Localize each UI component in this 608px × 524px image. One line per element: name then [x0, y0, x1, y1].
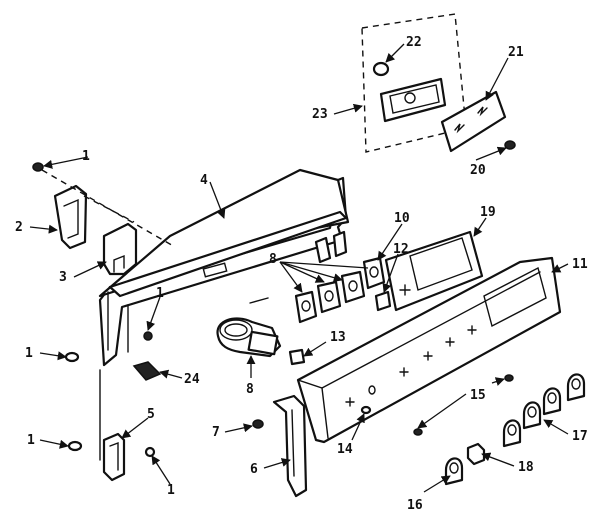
part-6-bracket [272, 394, 308, 498]
callout-8-switches: 8 [269, 252, 277, 267]
part-21-lens [440, 90, 507, 153]
callout-13: 13 [330, 330, 346, 345]
callout-1-bottom: 1 [167, 483, 175, 498]
part-11-control-panel [296, 256, 562, 444]
callout-18: 18 [518, 460, 534, 475]
callout-20: 20 [470, 163, 486, 178]
callout-6: 6 [250, 462, 258, 477]
part-16-knob [444, 457, 464, 486]
part-23-plate [379, 77, 447, 123]
callout-10: 10 [394, 211, 410, 226]
callout-2: 2 [15, 220, 23, 235]
part-24-clip [132, 361, 162, 381]
part-14-clip [360, 405, 372, 415]
part-2-bracket [53, 184, 88, 250]
callout-12: 12 [393, 242, 409, 257]
callout-1-mid: 1 [156, 286, 164, 301]
part-1-screw-b [143, 331, 153, 341]
callout-15: 15 [470, 388, 486, 403]
part-12-switch [374, 290, 392, 312]
part-5-bracket [102, 432, 126, 482]
callout-1-lower: 1 [27, 433, 35, 448]
group-box-23 [361, 13, 467, 153]
part-7-screw [252, 419, 264, 429]
callout-1-left: 1 [25, 346, 33, 361]
callout-17: 17 [572, 429, 588, 444]
callout-11: 11 [572, 257, 588, 272]
callout-8-timer: 8 [246, 382, 254, 397]
part-switches [294, 256, 386, 324]
callout-23: 23 [312, 107, 328, 122]
part-15-screw [504, 374, 514, 382]
callout-5: 5 [147, 407, 155, 422]
callout-3: 3 [59, 270, 67, 285]
callout-22: 22 [406, 35, 422, 50]
part-18-knob [466, 442, 486, 466]
callout-19: 19 [480, 205, 496, 220]
callout-21: 21 [508, 45, 524, 60]
callout-4: 4 [200, 173, 208, 188]
part-1-screw-e [144, 446, 156, 458]
callout-14: 14 [337, 442, 353, 457]
part-8-timer [216, 297, 282, 358]
part-20-screw [504, 140, 516, 150]
part-1-screw-c [64, 351, 80, 363]
callout-1-top: 1 [82, 149, 90, 164]
part-3-bracket [102, 222, 138, 276]
part-4-housing [98, 168, 350, 461]
callout-24: 24 [184, 372, 200, 387]
callout-7: 7 [212, 425, 220, 440]
part-17-knobs [502, 373, 586, 448]
part-22-knob [372, 61, 390, 77]
part-1-screw-d [67, 440, 83, 452]
callout-16: 16 [407, 498, 423, 513]
part-15-screw-b [413, 428, 423, 436]
part-1-screw-a [32, 162, 44, 172]
part-13-lamp [288, 348, 306, 366]
